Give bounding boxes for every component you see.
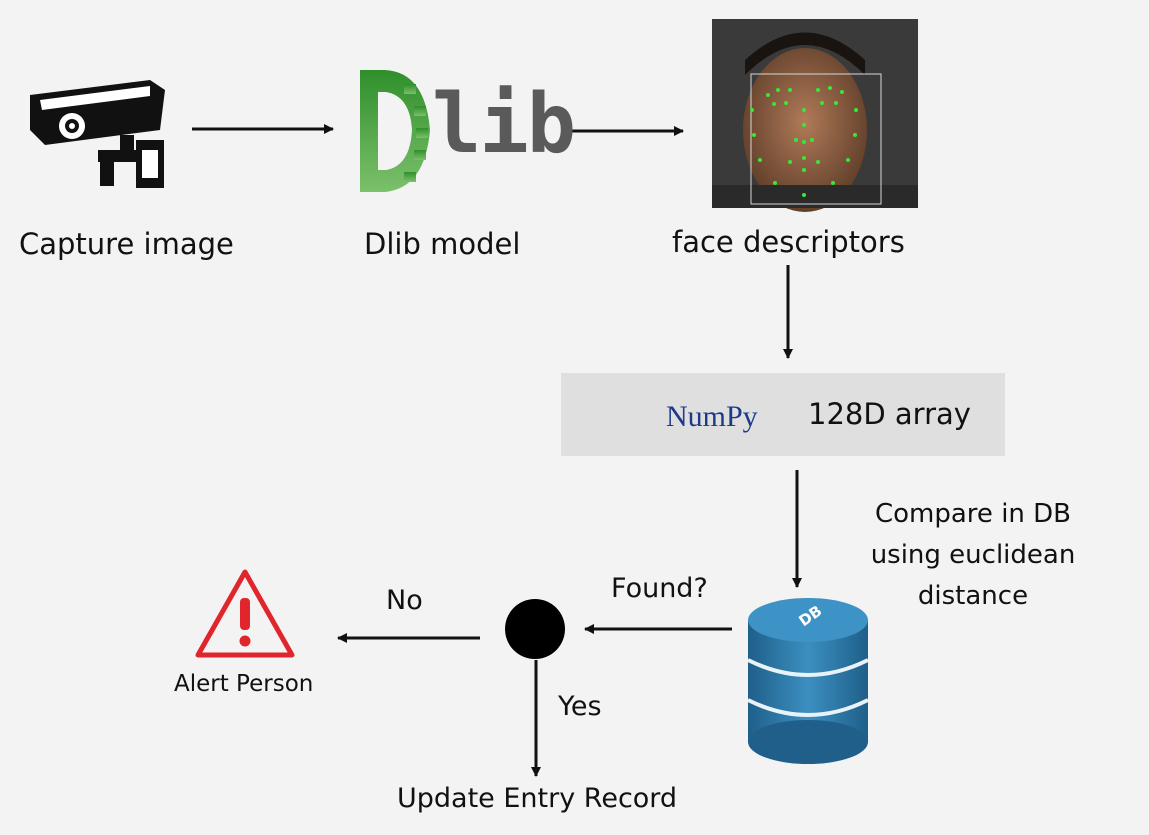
warning-icon (195, 569, 295, 658)
compare-note-line: using euclidean (870, 540, 1076, 570)
no-label: No (386, 585, 423, 616)
capture-label: Capture image (19, 227, 234, 261)
decision-node (505, 599, 565, 659)
array-label: 128D array (808, 397, 971, 431)
update-label: Update Entry Record (397, 783, 678, 814)
cctv-camera-icon (30, 80, 165, 188)
numpy-logo-text: NumPy (666, 400, 758, 433)
alert-label: Alert Person (174, 671, 314, 697)
numpy-panel (561, 373, 1005, 456)
compare-note: Compare in DB using euclidean distance (858, 494, 1088, 617)
dlib-logo-text: lib (432, 77, 576, 172)
yes-label: Yes (558, 691, 602, 722)
face-descriptors-label: face descriptors (672, 225, 905, 259)
compare-note-line: Compare in DB (874, 499, 1072, 529)
database-icon: DB (747, 598, 869, 764)
dlib-label: Dlib model (364, 227, 521, 261)
face-landmarks-photo (712, 19, 918, 212)
found-label: Found? (611, 573, 708, 604)
dlib-logo (360, 70, 430, 192)
compare-note-line: distance (917, 581, 1029, 611)
